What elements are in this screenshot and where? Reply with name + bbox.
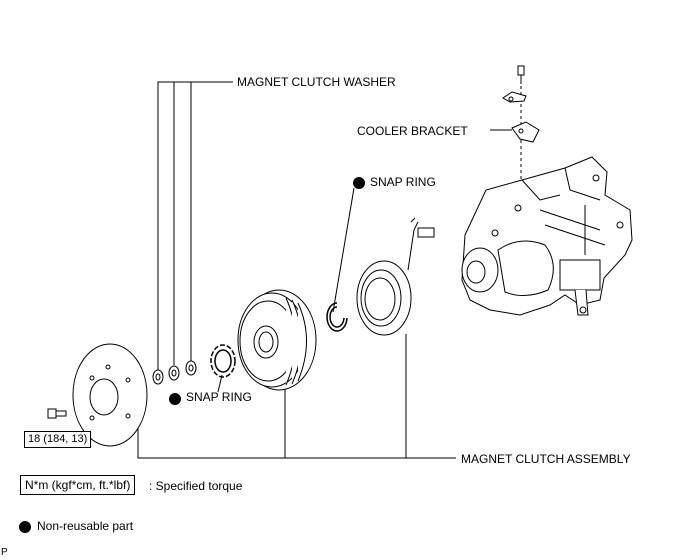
- magnet-clutch-washers: [152, 360, 197, 385]
- stator-field-coil: [356, 217, 435, 336]
- bolt-icon: [47, 408, 67, 419]
- snap-ring-upper-label: SNAP RING: [370, 175, 436, 189]
- corner-mark: P: [1, 547, 8, 558]
- compressor-body: [461, 156, 633, 316]
- washer-leader-lines: [157, 81, 233, 370]
- legend-non-reusable-dot-icon: [19, 521, 31, 533]
- snap-ring-lower-label: SNAP RING: [186, 390, 252, 404]
- cooler-bracket-label: COOLER BRACKET: [357, 124, 468, 138]
- pulley-rotor: [237, 289, 317, 391]
- snap-ring-lower-leader: [217, 374, 223, 393]
- non-reusable-dot-icon: [169, 393, 181, 405]
- snap-ring-lower: [210, 344, 236, 378]
- legend-torque-desc: : Specified torque: [149, 479, 243, 493]
- magnet-clutch-assembly-label: MAGNET CLUTCH ASSEMBLY: [461, 452, 631, 466]
- legend-non-reusable-desc: Non-reusable part: [37, 519, 134, 533]
- snap-ring-upper: [326, 302, 348, 332]
- pressure-plate: [72, 343, 148, 447]
- magnet-clutch-washer-label: MAGNET CLUTCH WASHER: [237, 75, 396, 89]
- cooler-bracket: [502, 65, 540, 143]
- non-reusable-dot-icon: [353, 177, 365, 189]
- snap-ring-upper-leader: [332, 187, 355, 313]
- torque-spec-box: 18 (184, 13): [24, 431, 92, 448]
- assembly-leader-lines: [137, 334, 456, 459]
- legend-torque-unit: N*m (kgf*cm, ft.*lbf): [20, 475, 136, 495]
